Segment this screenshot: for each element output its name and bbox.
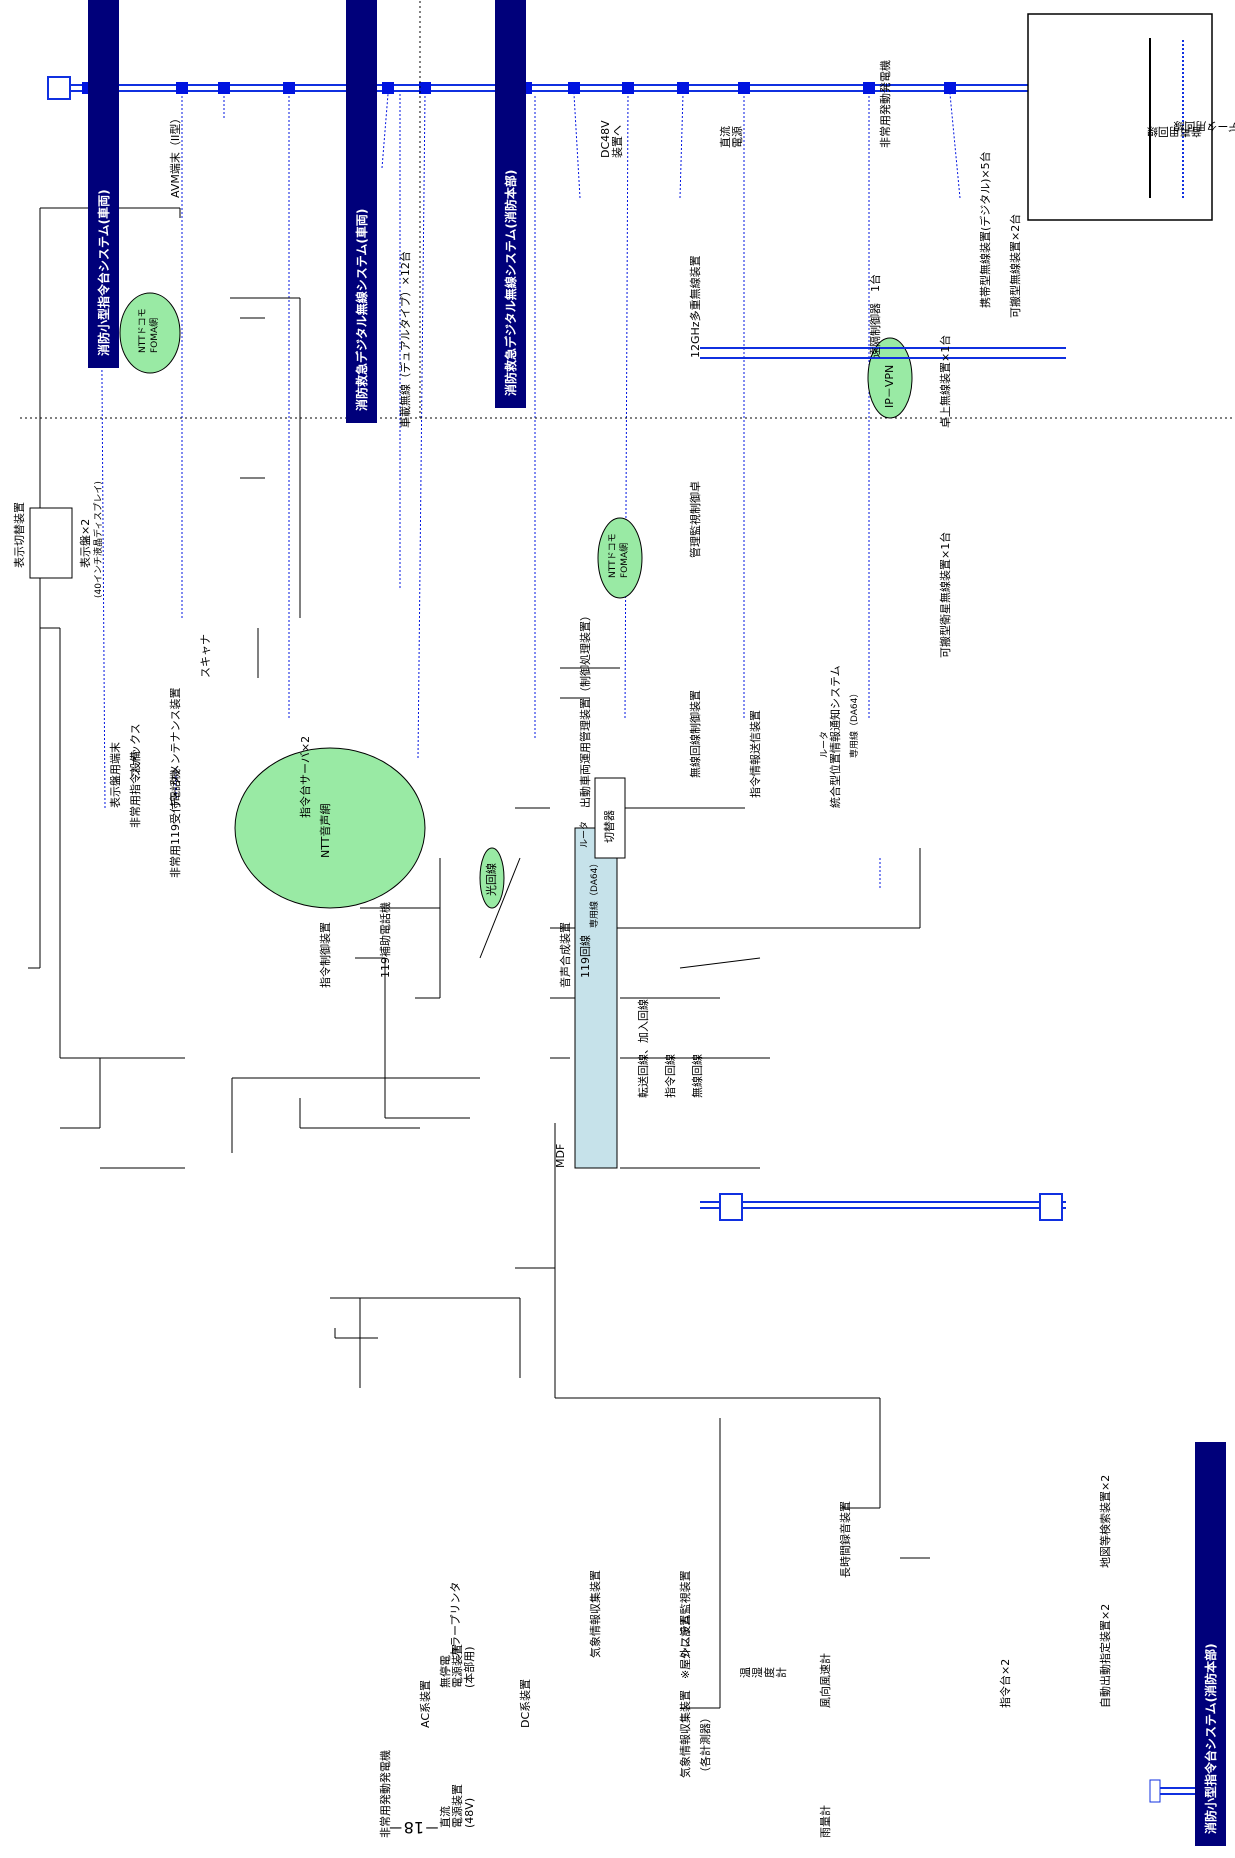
multiplex-label: 12GHz多重無線装置 (689, 255, 702, 358)
ntt-voice-network (234, 747, 426, 909)
radio-backbone (700, 347, 1066, 1221)
dispatch-mgmt-label: 出動車両運用管理装置（制御処理装置） (579, 610, 592, 808)
satellite-label: 可搬型衛星無線装置×1台 (939, 531, 952, 658)
hygrometer-label-4: 計 (775, 1667, 788, 1678)
desk-radio-label: 卓上無線装置×1台 (939, 334, 952, 428)
radio-ctrl-label: 無線回線制御装置 (689, 690, 702, 778)
mdf-label: MDF (554, 1143, 567, 1168)
voice-synth-label: 音声合成装置 (559, 922, 572, 988)
display-switch-label: 表示切替装置 (13, 502, 26, 568)
line-radio-label: 無線回線 (691, 1054, 704, 1098)
generator2-label: 非常用発動発電機 (379, 1750, 392, 1838)
fiber-line-oval (479, 847, 505, 909)
cmd-transmit-label: 指令情報送信装置 (749, 710, 762, 798)
legend-box (1027, 13, 1213, 221)
display-terminal-label: 表示盤用端末 (109, 742, 122, 808)
leased2-label: 専用線（DA64） (850, 688, 860, 758)
cmd-control-label: 指令制御装置 (319, 922, 332, 988)
data-maint-label: データメンテナンス装置 (169, 687, 182, 808)
phone-119-label: 119補助電話機 (379, 902, 392, 978)
title-main: 消防小型指令台システム(消防本部) (1195, 1442, 1226, 1846)
switcher-box (594, 777, 626, 859)
voice-lines (28, 207, 930, 1709)
location-sys-label: 統合型位置情報通知システム (829, 665, 842, 808)
dc48v-label-b: 装置へ (611, 125, 624, 158)
router1-label: ルータ (580, 820, 590, 848)
line-command-label: 指令回線 (664, 1054, 677, 1098)
dc-psu-label-3: (48V) (463, 1797, 476, 1828)
ntt-foma1-label: NTTドコモ (138, 308, 148, 353)
auto-dispatch-label: 自動出動指定装置×2 (1099, 1603, 1112, 1708)
ups-label-3: (本部用) (463, 1646, 476, 1688)
line-119-label: 119回線 (579, 935, 592, 978)
display-board-note: (40インチ液晶ディスプレイ) (94, 481, 104, 598)
avm-label: AVM端末（II型） (169, 112, 182, 198)
generator-label: 非常用発動発電機 (879, 60, 892, 148)
remote-label: 遠隔制御器 1台 (869, 274, 882, 358)
legend-data-label: データ用回線 (1173, 119, 1235, 133)
trunk-lines (479, 667, 921, 1169)
title-radio-vehicle: 消防救急デジタル無線システム(車両) (346, 0, 377, 423)
monitor-desk-label: 管理監視制御卓 (689, 481, 702, 558)
transportable-label: 可搬型無線装置×2台 (1009, 213, 1022, 318)
weather-instr2-label: （各計測器） (699, 1712, 712, 1778)
title-vehicle: 消防小型指令台システム(車両) (88, 0, 119, 368)
fiber-label: 光回線 (485, 863, 498, 896)
emergency-equip-label: 非常用指令設備 (129, 751, 142, 828)
vehicle-radio-label: 車載無線（デュアルタイプ）×12台 (399, 251, 412, 428)
portable-radio-label: 携帯型無線装置(デジタル)×5台 (979, 151, 992, 308)
line-transfer-label: 転送回線、加入回線 (637, 999, 650, 1098)
ac-equip-label: AC系装置 (419, 1679, 432, 1728)
page-number: －18－ (387, 1818, 440, 1837)
ntt-foma-oval-2 (597, 517, 643, 599)
console-label: 指令台×2 (999, 1658, 1012, 1708)
dc-equip-label: DC系装置 (519, 1678, 532, 1728)
rain-gauge-label: 雨量計 (819, 1805, 832, 1838)
title-radio-hq: 消防救急デジタル無線システム(消防本部) (495, 0, 526, 408)
main-lan-bus (47, 76, 1223, 1803)
ntt-foma-oval-1 (119, 292, 181, 374)
map-search-label: 地図等検索装置×2 (1099, 1474, 1112, 1568)
display-switch-box (29, 507, 73, 579)
scanner-label: スキャナ (199, 634, 212, 678)
switcher-label: 切替器 (603, 810, 616, 843)
weather-collect-label: 気象情報収集装置 (589, 1570, 602, 1658)
ntt-foma1-label-b: FOMA網 (150, 317, 160, 353)
ip-vpn-label: IP－VPN (883, 364, 896, 408)
weather-instr-label: 気象情報収集装置 ※屋外に設置 (679, 1614, 692, 1778)
ntt-foma2-label: NTTドコモ (608, 533, 618, 578)
cmd-server-label: 指令台サーバ×2 (299, 735, 312, 818)
recorder-label: 長時間録音装置 (839, 1501, 852, 1578)
ntt-voice-label: NTT音声網 (319, 803, 332, 858)
ntt-foma2-label-b: FOMA網 (620, 542, 630, 578)
display-board-label: 表示盤×2 (79, 518, 92, 568)
wind-meter-label: 風向風速計 (819, 1653, 832, 1708)
dc-power-label-b: 電源 (731, 126, 744, 148)
leased1-label: 専用線（DA64） (590, 858, 600, 928)
